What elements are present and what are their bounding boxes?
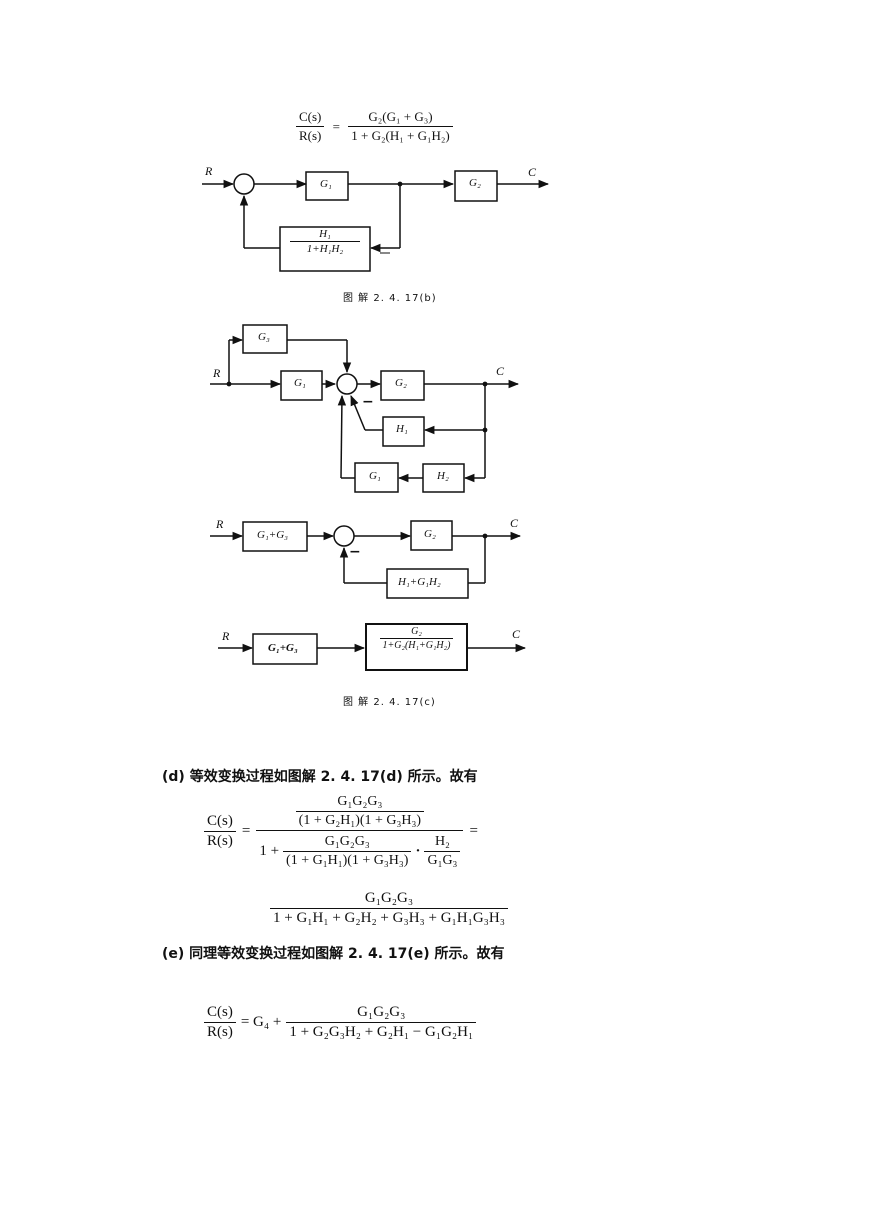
input-label-c1: R (213, 366, 221, 380)
block-h1-c1 (382, 416, 425, 447)
inner-denominator: (1 + G₂H₁)(1 + G₃H₃) (295, 811, 425, 829)
denominator-one-plus: 1 + (259, 843, 280, 859)
branch-point-c2 (482, 533, 488, 539)
summing-junction-c2 (333, 525, 355, 547)
block-g2-c1 (380, 370, 425, 401)
block-h1-c1-label: H₁ (396, 423, 408, 435)
block-g1-c1 (280, 370, 323, 401)
equation-e: C(s) R(s) = G₄ + G₁G₂G₃ 1 + G₂G₃H₂ + G₂H… (204, 1004, 477, 1041)
lhs-numerator: C(s) (207, 1004, 233, 1020)
transfer-function-c3: G₂ 1+G₂(H₁+G₁H₂) (366, 626, 467, 651)
branch-point-c1-input (226, 381, 232, 387)
equation-d-lhs: C(s) R(s) (204, 813, 236, 850)
feedback-numerator: H₁ (319, 228, 331, 240)
equation-e-lhs: C(s) R(s) (204, 1004, 236, 1041)
output-label-c2: C (510, 516, 519, 530)
lhs-denominator: R(s) (204, 1022, 236, 1041)
lhs-numerator: C(s) (299, 109, 322, 124)
equation-d-final: G₁G₂G₃ 1 + G₁H₁ + G₂H₂ + G₃H₃ + G₁H₁G₃H₃ (270, 890, 508, 927)
feedback-tf-b: H₁ 1+H₁H₂ (280, 228, 370, 255)
block-fb-c2-label: H₁+G₁H₂ (398, 576, 441, 588)
paragraph-e: (e) 同理等效变换过程如图解 2. 4. 17(e) 所示。故有 (162, 946, 505, 962)
multiply-dot: · (415, 843, 421, 859)
rhs-denominator: 1 + G₂G₃H₂ + G₂H₁ − G₁G₂H₁ (286, 1022, 477, 1041)
input-label-c3: R (222, 629, 230, 643)
block-g3-c1-label: G₃ (258, 331, 270, 343)
equals-sign: = (241, 823, 251, 839)
rhs-numerator: G₁G₂G₃ (357, 1004, 406, 1020)
equation-b-lhs: C(s) R(s) (296, 109, 325, 144)
block-g2-b (454, 170, 498, 202)
block-g2-c1-label: G₂ (395, 377, 407, 389)
final-numerator: G₁G₂G₃ (364, 890, 414, 906)
rhs-numerator: G₂(G₁ + G₃) (368, 109, 433, 124)
branch-point-b (397, 181, 403, 187)
lhs-denominator: R(s) (296, 126, 325, 144)
equation-b: C(s) R(s) = G₂(G₁ + G₃) 1 + G₂(H₁ + G₁H₂… (296, 109, 453, 144)
equation-e-rhs: G₁G₂G₃ 1 + G₂G₃H₂ + G₂H₁ − G₁G₂H₁ (286, 1004, 477, 1041)
inner-numerator: G₁G₂G₃ (337, 794, 383, 809)
ratio-denominator: G₁G₃ (424, 851, 461, 869)
trailing-equals-sign: = (469, 823, 478, 839)
block-g2-c2-label: G₂ (424, 528, 436, 540)
lhs-denominator: R(s) (204, 831, 236, 850)
block-g2-b-label: G₂ (469, 177, 481, 189)
block-g1b-c1-label: G₁ (369, 470, 381, 482)
equation-d-big-fraction: G₁G₂G₃ (1 + G₂H₁)(1 + G₃H₃) 1 + G₁G₂G₃ (… (256, 794, 464, 869)
summing-junction-b (233, 173, 255, 195)
output-label-c3: C (512, 627, 521, 641)
block-g1-b-label: G₁ (320, 178, 332, 190)
denominator-fraction-denominator: (1 + G₁H₁)(1 + G₃H₃) (283, 851, 412, 869)
branch-point-c1-mid (482, 427, 488, 433)
input-label-c2: R (216, 517, 224, 531)
block-sum-c2-label: G₁+G₃ (257, 529, 288, 541)
lhs-numerator: C(s) (207, 813, 233, 829)
block-g1-c1-label: G₁ (294, 377, 306, 389)
equals-g4-plus: = G₄ + (240, 1014, 282, 1030)
block-tf-c3 (365, 623, 468, 671)
big-fraction-numerator: G₁G₂G₃ (1 + G₂H₁)(1 + G₃H₃) (293, 794, 427, 830)
minus-sign-c2: − (349, 544, 361, 560)
branch-point-c1-output (482, 381, 488, 387)
input-label-b: R (205, 164, 213, 178)
block-sum-c3 (252, 633, 318, 665)
output-label-c1: C (496, 364, 505, 378)
rhs-denominator: 1 + G₂(H₁ + G₁H₂) (348, 126, 453, 144)
summing-junction-c1 (336, 373, 358, 395)
big-fraction-denominator: 1 + G₁G₂G₃ (1 + G₁H₁)(1 + G₃H₃) · H₂ G₁G… (256, 830, 464, 869)
output-label-b: C (528, 165, 537, 179)
denominator-fraction-numerator: G₁G₂G₃ (324, 834, 370, 849)
tf-denominator: 1+G₂(H₁+G₁H₂) (379, 638, 454, 651)
equation-d: C(s) R(s) = G₁G₂G₃ (1 + G₂H₁)(1 + G₃H₃) … (204, 794, 478, 869)
block-h2-c1-label: H₂ (437, 470, 449, 482)
equals-sign: = (332, 118, 340, 134)
final-denominator: 1 + G₁H₁ + G₂H₂ + G₃H₃ + G₁H₁G₃H₃ (270, 908, 508, 927)
tf-numerator: G₂ (411, 626, 422, 637)
paragraph-d: (d) 等效变换过程如图解 2. 4. 17(d) 所示。故有 (162, 769, 478, 785)
block-g1-b (305, 171, 349, 201)
ratio-numerator: H₂ (434, 834, 450, 849)
block-g3-c1 (242, 324, 288, 354)
block-feedback-b (279, 226, 371, 272)
block-sum-c3-label: G₁+G₃ (268, 642, 298, 654)
feedback-denominator: 1+H₁H₂ (290, 241, 360, 255)
equation-b-rhs: G₂(G₁ + G₃) 1 + G₂(H₁ + G₁H₂) (348, 109, 453, 144)
figure-caption-b: 图 解 2. 4. 17(b) (343, 293, 437, 304)
minus-sign-c1: − (362, 394, 374, 410)
figure-caption-c: 图 解 2. 4. 17(c) (343, 697, 436, 708)
